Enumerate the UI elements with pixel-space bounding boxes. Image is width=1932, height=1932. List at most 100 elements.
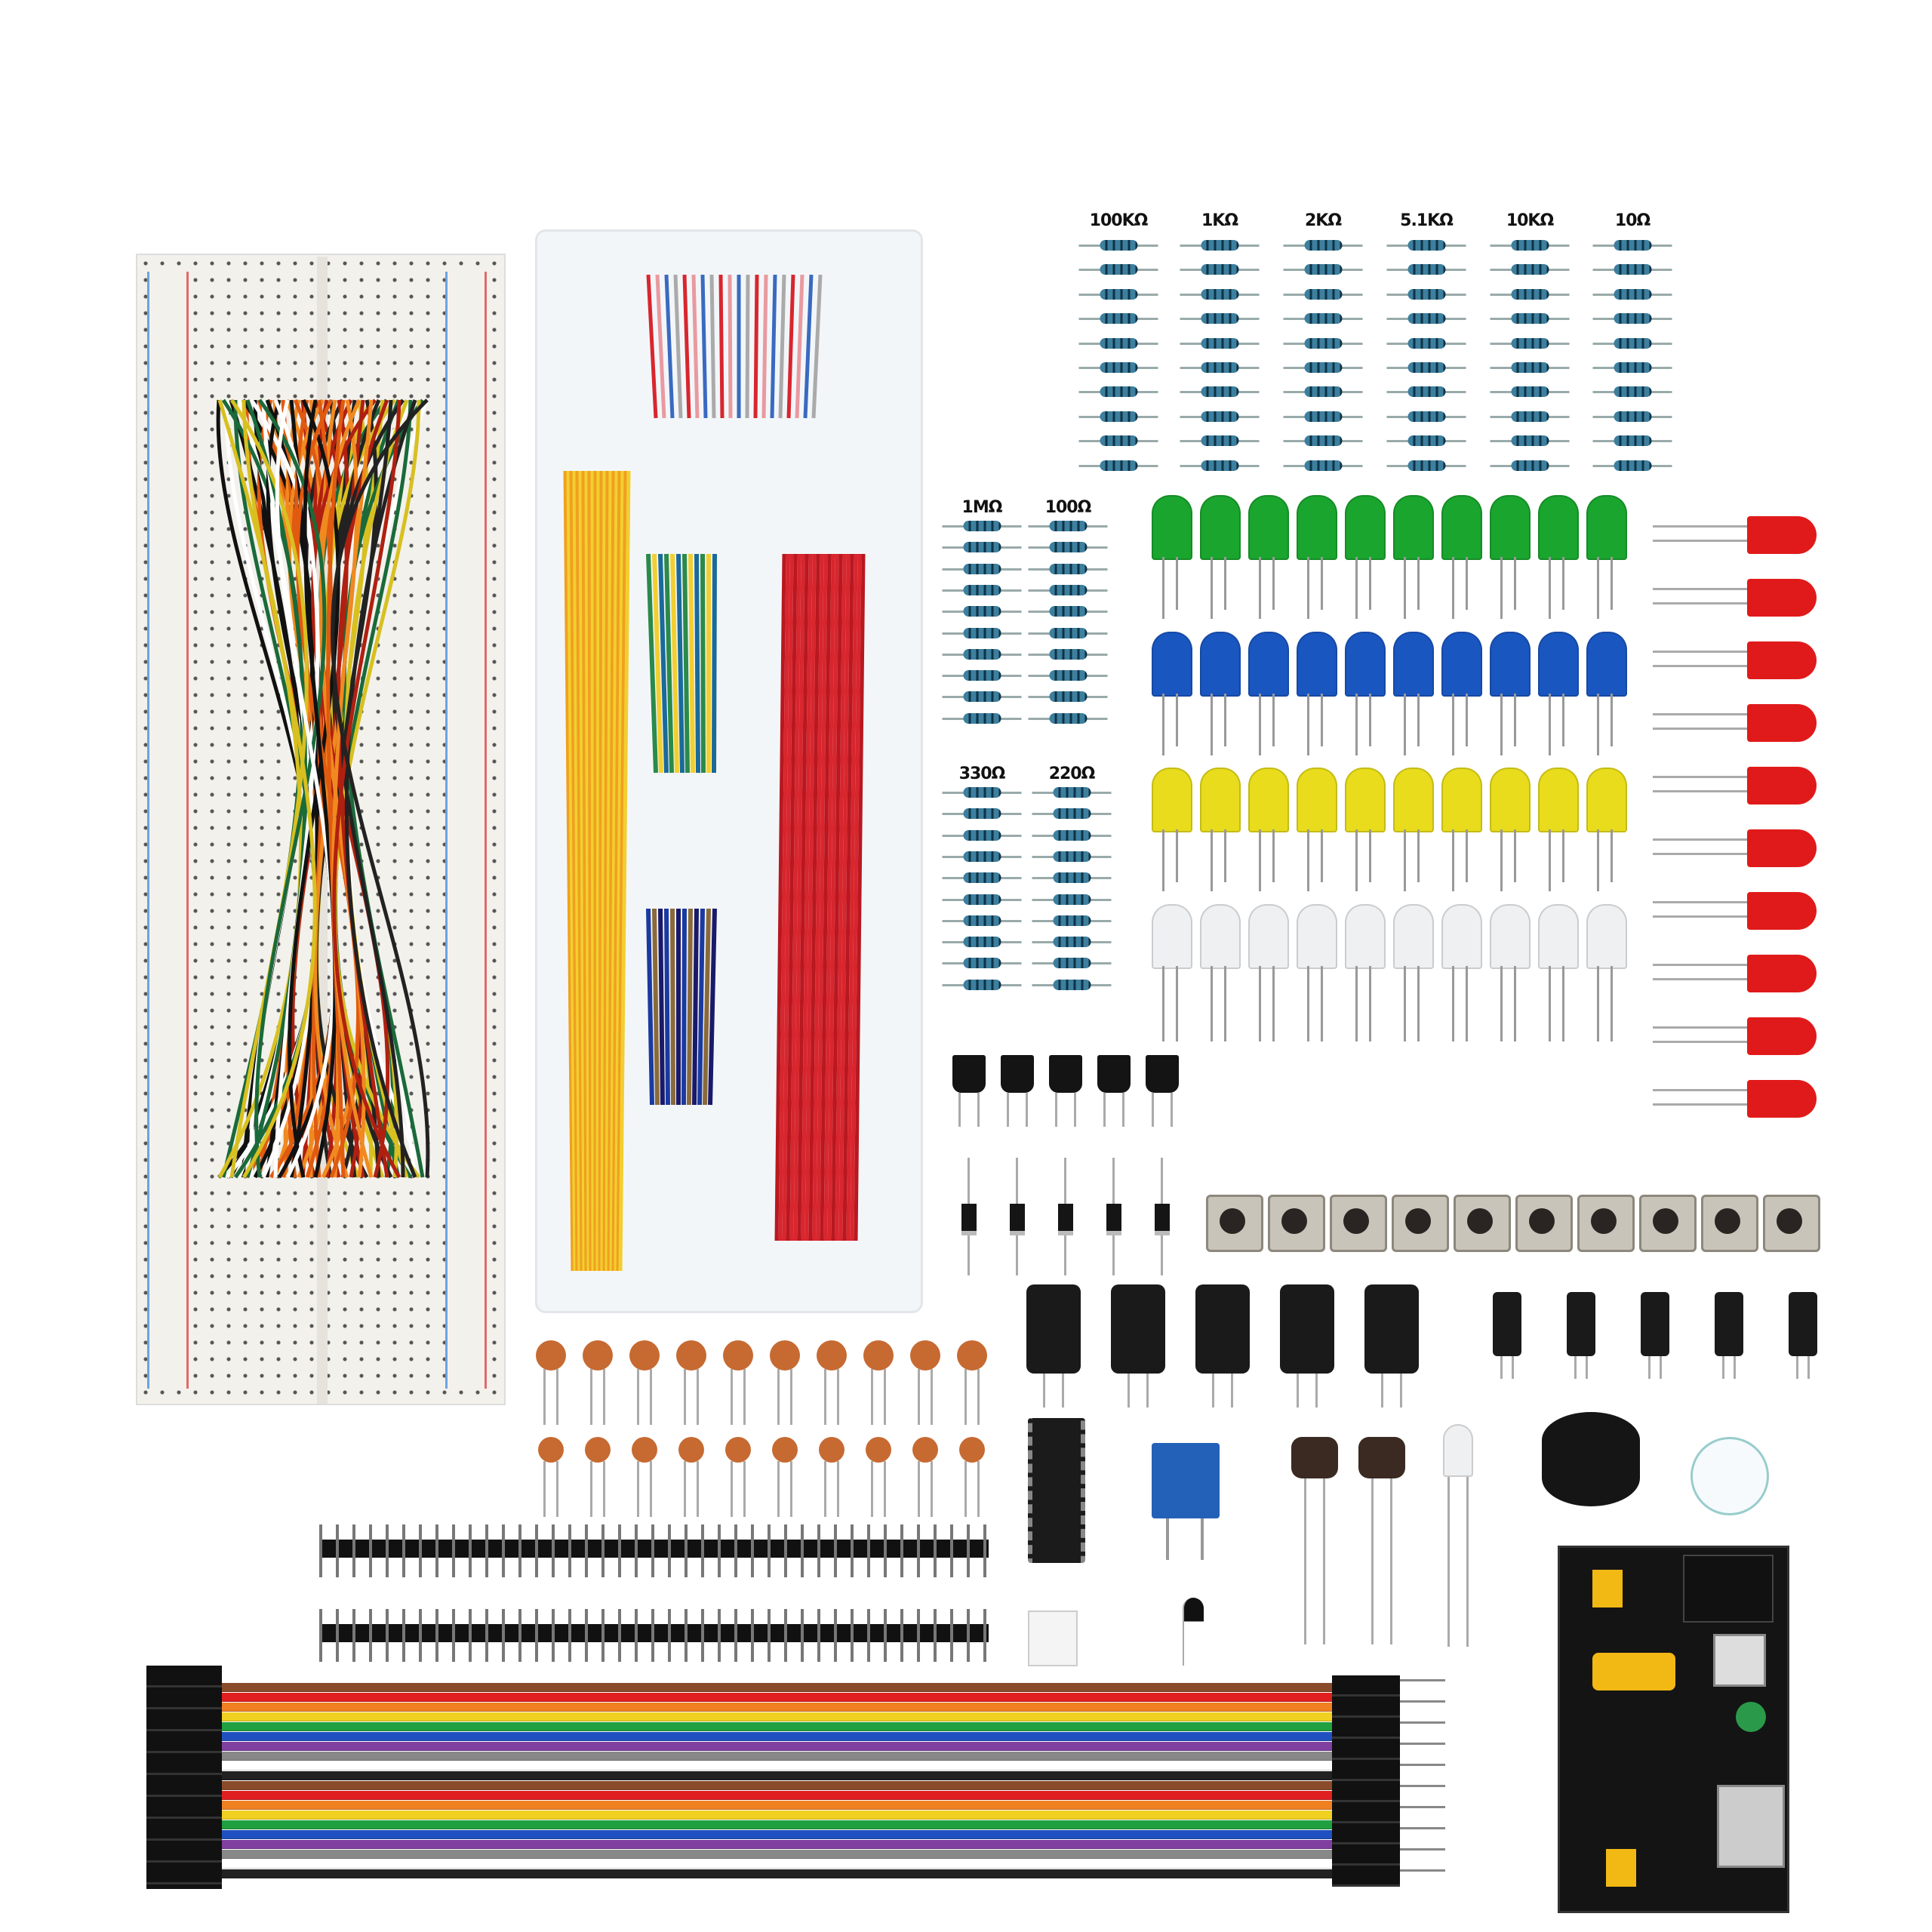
resistor-body: [1201, 264, 1239, 275]
diode-body: [1155, 1204, 1170, 1235]
capacitor-leads: [824, 1369, 839, 1425]
jumper-wire-red: [801, 553, 813, 1241]
power-module-jumper-top: [1592, 1570, 1623, 1607]
led-lead: [1369, 829, 1371, 882]
led-dome: [1393, 495, 1434, 560]
led-white: [1248, 904, 1289, 1041]
resistor: [1283, 337, 1363, 349]
jumper-wire-short: [658, 553, 669, 774]
ribbon-wire: [219, 1860, 1336, 1869]
led-green: [1490, 495, 1531, 623]
ribbon-wire: [219, 1771, 1336, 1780]
jumper-wire-tiny: [646, 274, 658, 419]
power-module-dc-jack: [1683, 1555, 1774, 1623]
jumper-wire-tiny: [673, 274, 683, 419]
resistor-body: [1304, 411, 1343, 422]
resistor-body: [1407, 288, 1446, 300]
led-dome: [1200, 495, 1241, 560]
resistor-label: 10KΩ: [1506, 211, 1554, 230]
piezo-disc: [1690, 1437, 1769, 1515]
jumper-wire-red: [827, 553, 839, 1241]
resistor-label: 1MΩ: [961, 498, 1003, 517]
jumper-wire: [303, 399, 337, 1178]
led-lead: [1611, 829, 1613, 882]
electrolytic-capacitor-small: [1567, 1292, 1595, 1356]
jumper-wire-short: [646, 553, 658, 774]
resistor: [1028, 648, 1108, 660]
optocoupler: [1028, 1611, 1078, 1666]
resistor-label: 1KΩ: [1201, 211, 1238, 230]
ceramic-capacitor-small: [725, 1437, 751, 1463]
led-lead: [1162, 694, 1164, 755]
ceramic-capacitor: [676, 1340, 706, 1371]
resistor-label: 10Ω: [1614, 211, 1651, 230]
led-lead: [1404, 557, 1406, 619]
jumper-wire-short: [670, 553, 679, 774]
transistor-leads: [1007, 1093, 1028, 1127]
led-lead: [1597, 829, 1599, 891]
jumper-wire-red: [838, 553, 851, 1241]
led-dome: [1152, 495, 1192, 560]
resistor: [1180, 460, 1260, 471]
capacitor-leads: [731, 1461, 746, 1517]
led-lead: [1549, 966, 1551, 1041]
led-lead: [1259, 829, 1261, 891]
led-green: [1441, 495, 1482, 623]
tact-switch: [1268, 1195, 1325, 1252]
ceramic-capacitor: [863, 1340, 894, 1371]
resistor: [1028, 627, 1108, 638]
resistor: [1180, 240, 1260, 251]
resistor-body: [1304, 288, 1343, 300]
led-lead: [1514, 966, 1516, 1041]
ribbon-connectors-left: [146, 1666, 222, 1889]
led-lead: [1272, 966, 1275, 1041]
led-green: [1248, 495, 1289, 623]
resistor: [1032, 851, 1112, 862]
diode-body: [961, 1204, 977, 1235]
resistor-body: [1511, 313, 1549, 325]
resistor: [1283, 362, 1363, 373]
jumper-wire: [242, 399, 317, 1179]
resistor-body: [1053, 829, 1091, 841]
jumper-wire-yellow: [578, 470, 586, 1272]
ribbon-wire: [219, 1810, 1336, 1820]
jumper-wire: [326, 399, 346, 1178]
resistor-body: [1201, 362, 1239, 373]
led-lead: [1307, 557, 1309, 619]
ceramic-capacitor: [770, 1340, 800, 1371]
led-lead: [1272, 694, 1275, 746]
potentiometer: [1152, 1443, 1220, 1518]
capacitor-leads: [964, 1461, 980, 1517]
resistor: [1078, 264, 1158, 275]
resistor-body: [1100, 411, 1138, 422]
rgb-led: [1443, 1424, 1473, 1477]
led-white: [1586, 904, 1627, 1041]
capacitor-leads: [543, 1461, 558, 1517]
led-blue: [1297, 632, 1337, 760]
jumper-wire-tiny: [786, 274, 795, 419]
ribbon-wire: [219, 1781, 1336, 1790]
ribbon-wire: [219, 1703, 1336, 1712]
led-green: [1393, 495, 1434, 623]
led-yellow: [1586, 768, 1627, 896]
resistor-body: [1304, 264, 1343, 275]
ceramic-capacitor-small: [538, 1437, 564, 1463]
led-lead: [1162, 557, 1164, 619]
resistor-body: [1614, 264, 1652, 275]
resistor-body: [1201, 435, 1239, 447]
jumper-wire-tiny: [700, 274, 708, 419]
jumper-wire: [344, 399, 417, 1178]
ceramic-capacitor-small: [866, 1437, 891, 1463]
red-led-leads: [1653, 776, 1747, 792]
led-lead: [1452, 829, 1454, 891]
ic-chip: [1028, 1418, 1085, 1563]
led-lead: [1514, 557, 1516, 610]
resistor-body: [1100, 288, 1138, 300]
resistor-body: [1100, 362, 1138, 373]
resistor: [1032, 894, 1112, 905]
led-lead: [1211, 694, 1213, 755]
resistor: [942, 691, 1022, 703]
led-dome: [1538, 904, 1579, 969]
led-lead: [1259, 694, 1261, 755]
